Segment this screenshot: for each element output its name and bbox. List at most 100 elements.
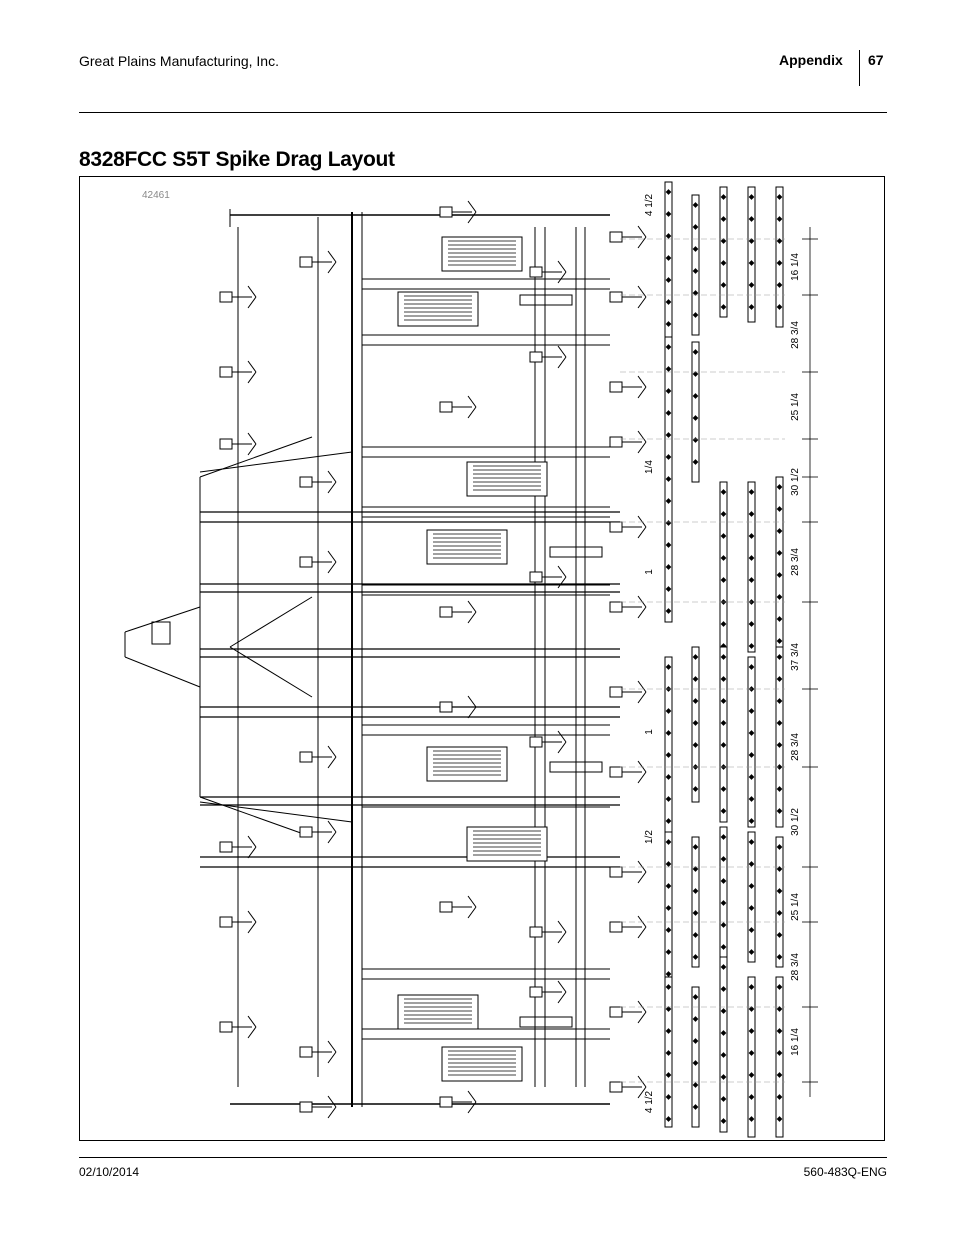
drag-spike	[748, 730, 755, 736]
drag-spike	[776, 594, 783, 600]
drag-spike	[776, 282, 783, 288]
shank-tine	[637, 236, 647, 249]
drag-bar	[747, 976, 756, 1138]
shank-tine	[327, 756, 337, 769]
drag-spike	[665, 1072, 672, 1078]
drag-spike	[665, 1116, 672, 1122]
drag-spike	[776, 720, 783, 726]
drag-spike	[692, 459, 699, 465]
drag-spike	[720, 676, 727, 682]
shank-tine	[637, 606, 647, 619]
drag-spike	[665, 366, 672, 372]
shank-tine	[637, 926, 647, 939]
drag-spike	[748, 1028, 755, 1034]
shank-mount	[609, 601, 623, 613]
drag-spike	[720, 1096, 727, 1102]
shank-tine	[637, 515, 647, 528]
drag-spike	[665, 410, 672, 416]
hitch-brace	[199, 451, 353, 473]
drag-spike	[748, 621, 755, 627]
shank-mount	[299, 1046, 313, 1058]
drag-bar	[691, 341, 700, 483]
drag-bar	[691, 986, 700, 1128]
shank-tine	[247, 921, 257, 934]
drag-spike	[665, 1028, 672, 1034]
drag-spike	[665, 774, 672, 780]
shank-tine	[247, 371, 257, 384]
figure-id: 42461	[142, 190, 170, 201]
shank-tine	[467, 1101, 477, 1114]
drag-spike	[692, 676, 699, 682]
drag-spike	[665, 949, 672, 955]
drag-spike	[665, 476, 672, 482]
page-number: 67	[868, 52, 884, 68]
drag-spike	[776, 1028, 783, 1034]
drag-spike	[692, 312, 699, 318]
drag-spike	[692, 786, 699, 792]
shank-tine	[327, 470, 337, 483]
shank-mount	[439, 701, 453, 713]
drag-spike	[776, 1094, 783, 1100]
drag-spike	[665, 454, 672, 460]
drag-spike	[692, 910, 699, 916]
drag-spike	[776, 260, 783, 266]
shank-tine	[327, 550, 337, 563]
shank-tine	[637, 526, 647, 539]
hydraulic-cylinder	[519, 294, 573, 306]
drag-spike	[692, 1104, 699, 1110]
shank-mount	[609, 521, 623, 533]
hydraulic-cylinder	[549, 546, 603, 558]
drag-spike	[776, 1072, 783, 1078]
drag-spike	[720, 1030, 727, 1036]
dimension-label: 1/4	[644, 460, 655, 474]
shank-tine	[327, 1040, 337, 1053]
drag-spike	[748, 949, 755, 955]
shank-tine	[557, 931, 567, 944]
drag-spike	[692, 994, 699, 1000]
drag-spike	[776, 1116, 783, 1122]
header-section: Appendix	[779, 52, 843, 68]
shank-mount	[219, 291, 233, 303]
drag-spike	[692, 202, 699, 208]
shank-tine	[557, 345, 567, 358]
hitch-line	[124, 656, 201, 688]
drag-spike	[776, 676, 783, 682]
shank-tine	[247, 443, 257, 456]
shank-tine	[327, 250, 337, 263]
drag-spike	[665, 905, 672, 911]
dimension-label: 30 1/2	[790, 808, 801, 836]
footer-date: 02/10/2014	[79, 1165, 140, 1179]
drag-bar	[775, 646, 784, 828]
shank-tine	[637, 871, 647, 884]
header-divider	[859, 50, 860, 86]
drag-spike	[720, 878, 727, 884]
shank-tine	[467, 611, 477, 624]
shank-tine	[557, 730, 567, 743]
drag-spike	[665, 1050, 672, 1056]
drag-spike	[720, 786, 727, 792]
drag-spike	[748, 708, 755, 714]
drag-spike	[665, 277, 672, 283]
drag-spike	[776, 506, 783, 512]
drag-spike	[720, 1074, 727, 1080]
drag-spike	[665, 233, 672, 239]
drag-spike	[720, 1118, 727, 1124]
drag-spike	[748, 304, 755, 310]
drag-spike	[748, 555, 755, 561]
drag-bar	[747, 831, 756, 963]
shank-mount	[609, 291, 623, 303]
drag-spike	[720, 834, 727, 840]
shank-mount	[439, 901, 453, 913]
drag-spike	[720, 742, 727, 748]
shank-tine	[327, 261, 337, 274]
drag-spike	[665, 1094, 672, 1100]
drag-spike	[720, 555, 727, 561]
drag-bar	[775, 976, 784, 1138]
shank-tine	[637, 771, 647, 784]
hitch-line	[124, 606, 201, 633]
drag-spike	[748, 577, 755, 583]
shank-mount	[609, 231, 623, 243]
header-company: Great Plains Manufacturing, Inc.	[79, 53, 279, 69]
drag-spike	[720, 922, 727, 928]
drag-spike	[776, 698, 783, 704]
